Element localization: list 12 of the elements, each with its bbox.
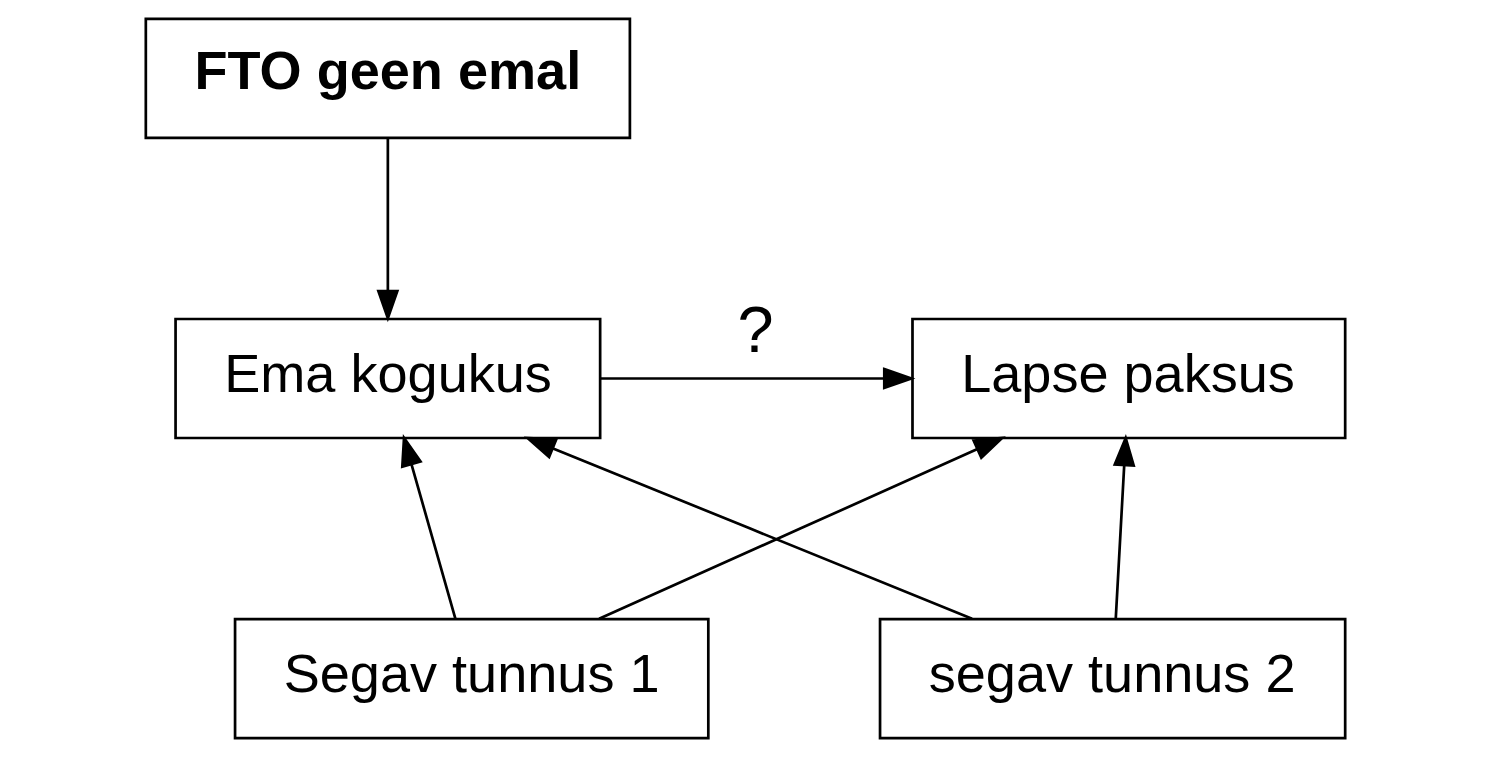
node-box: Segav tunnus 1 [233, 617, 710, 740]
arrow [523, 436, 973, 621]
node-box: Ema kogukus [174, 317, 602, 440]
arrow [400, 434, 457, 619]
arrow [376, 137, 400, 323]
arrow [1112, 433, 1136, 619]
arrow [598, 436, 1006, 621]
node-box: FTO geen emal [144, 17, 632, 140]
arrow [600, 367, 916, 390]
node-box: segav tunnus 2 [878, 617, 1347, 740]
edge-label: ? [737, 293, 774, 366]
node-box: Lapse paksus [911, 317, 1347, 440]
